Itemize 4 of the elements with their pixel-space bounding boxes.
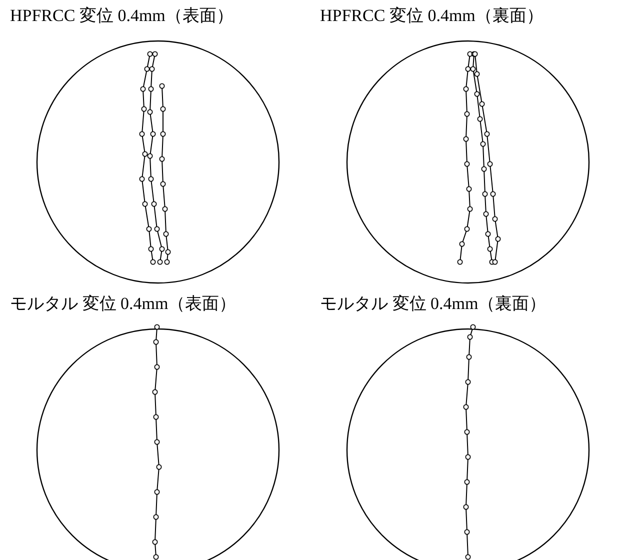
panel-heading: モルタル 変位 0.4mm（裏面） [320,293,546,315]
panel-heading: HPFRCC 変位 0.4mm（表面） [10,5,234,27]
panel-heading: モルタル 変位 0.4mm（表面） [10,293,236,315]
panel-heading: HPFRCC 変位 0.4mm（裏面） [320,5,544,27]
